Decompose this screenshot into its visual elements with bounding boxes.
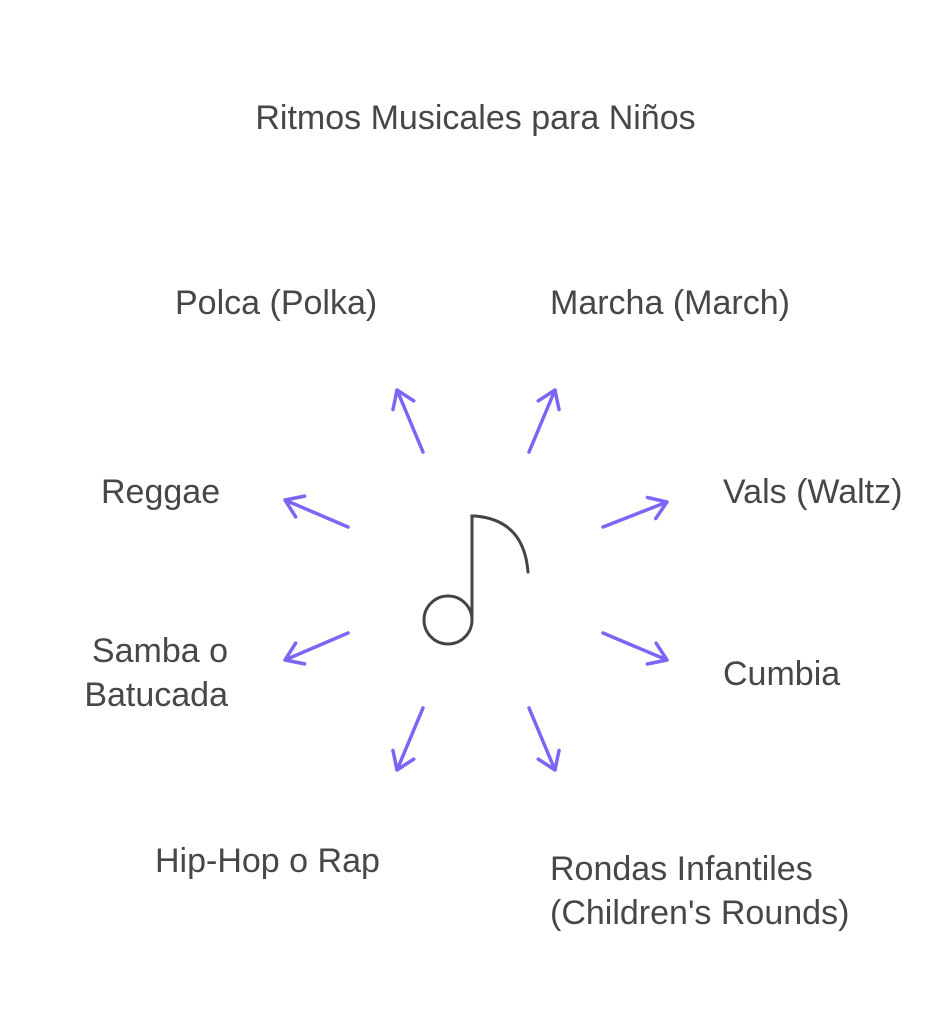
- arrow-icon: [601, 631, 669, 666]
- item-polca: Polca (Polka): [175, 284, 378, 322]
- diagram-title: Ritmos Musicales para Niños: [255, 99, 696, 137]
- item-rondas-line2: (Children's Rounds): [550, 894, 850, 932]
- item-hiphop: Hip-Hop o Rap: [155, 842, 380, 880]
- item-rondas: Rondas Infantiles (Children's Rounds): [550, 847, 849, 935]
- item-marcha: Marcha (March): [550, 284, 790, 322]
- item-cumbia: Cumbia: [723, 655, 841, 693]
- item-samba-line1: Samba o: [91, 632, 228, 670]
- arrow-icon: [391, 706, 425, 772]
- item-samba: Samba o Batucada: [68, 629, 228, 717]
- arrow-icon: [283, 494, 350, 529]
- item-reggae: Reggae: [101, 473, 221, 511]
- music-note-icon: [422, 514, 530, 646]
- item-rondas-line1: Rondas Infantiles: [550, 850, 813, 888]
- arrow-icon: [527, 388, 561, 454]
- arrow-icon: [527, 706, 561, 772]
- arrow-icon: [283, 631, 350, 666]
- item-vals: Vals (Waltz): [723, 473, 903, 511]
- arrow-icon: [601, 495, 669, 529]
- arrow-icon: [391, 388, 425, 454]
- item-samba-line2: Batucada: [84, 676, 228, 714]
